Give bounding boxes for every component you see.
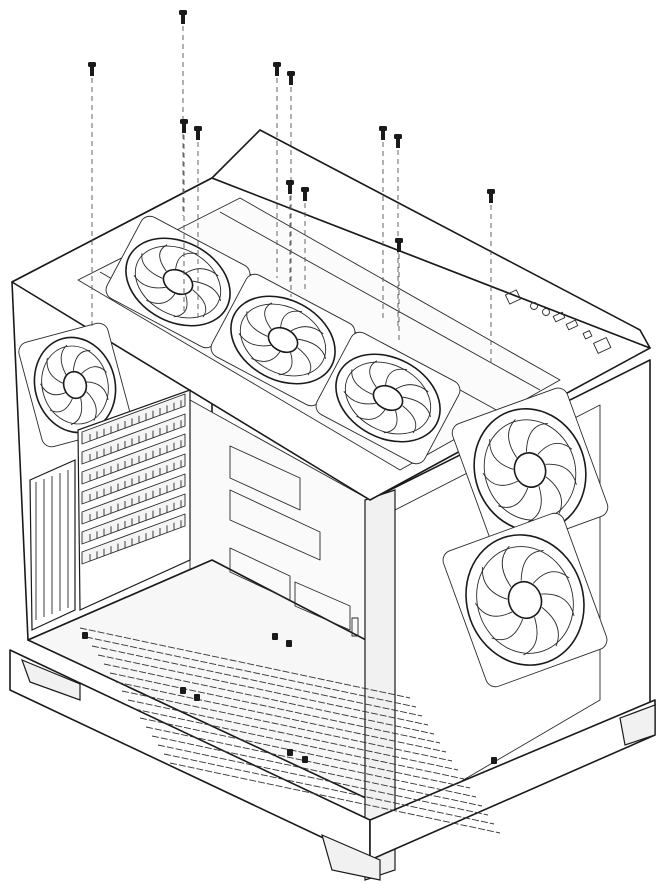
- screw: [379, 126, 387, 322]
- vent-row: [151, 735, 483, 807]
- screw: [487, 189, 495, 365]
- pcie-slot-cover: [81, 433, 186, 485]
- screw: [273, 62, 281, 278]
- pcie-slot-cover: [81, 393, 186, 445]
- top-panel-lip: [211, 129, 651, 349]
- vertical-gpu-bracket: [29, 459, 76, 631]
- screw: [395, 238, 403, 344]
- cutout-3: [229, 547, 291, 601]
- audio-jack-1[interactable]: [530, 302, 538, 310]
- power-button[interactable]: [504, 289, 522, 305]
- vent-row: [139, 717, 471, 789]
- usb-c-port[interactable]: [582, 330, 593, 340]
- floor-screw: [491, 757, 497, 764]
- cutout-1: [229, 445, 301, 511]
- vent-row: [85, 636, 417, 708]
- reset-button[interactable]: [593, 337, 612, 354]
- vent-row: [109, 672, 441, 744]
- screw: [180, 119, 188, 315]
- vent-row: [133, 708, 465, 780]
- vent-row: [127, 699, 459, 771]
- floor-screw: [302, 756, 308, 763]
- vent-row: [121, 690, 453, 762]
- foot-left: [20, 658, 81, 701]
- top-fan: [105, 215, 251, 349]
- vent-row: [145, 726, 477, 798]
- audio-jack-2[interactable]: [542, 308, 550, 316]
- vent-row: [157, 744, 489, 816]
- floor-vents: [79, 627, 501, 834]
- vent-row: [103, 663, 435, 735]
- screw: [287, 71, 295, 297]
- screw: [88, 62, 96, 328]
- pcie-slots: [29, 389, 191, 631]
- screw: [179, 10, 187, 216]
- cutout-4: [294, 581, 351, 631]
- pcie-slot-cover: [81, 413, 186, 465]
- screws-group: [82, 10, 497, 764]
- floor-screw: [272, 633, 278, 640]
- cutout-5: [351, 617, 359, 637]
- floor-screw: [180, 687, 186, 694]
- usb-a-port-1[interactable]: [552, 311, 566, 323]
- floor-screw: [82, 632, 88, 639]
- vent-row: [115, 681, 447, 753]
- top-fan: [210, 273, 356, 407]
- vent-row: [79, 627, 411, 699]
- screw: [194, 126, 202, 322]
- floor-screw: [286, 640, 292, 647]
- vent-row: [169, 762, 501, 834]
- top-fan: [315, 331, 461, 465]
- vent-row: [97, 654, 429, 726]
- foot-right: [619, 704, 656, 746]
- side-fan: [451, 387, 609, 553]
- vent-row: [91, 645, 423, 717]
- floor-screw: [287, 749, 293, 756]
- foot-front: [321, 833, 381, 881]
- cutout-2: [229, 489, 321, 561]
- front-io-panel: [504, 289, 612, 354]
- floor-screw: [194, 694, 200, 701]
- pcie-slot-cover: [81, 513, 186, 565]
- pcie-slot-cover: [81, 473, 186, 525]
- vent-row: [163, 753, 495, 825]
- screw: [301, 187, 309, 293]
- tray-cutouts: [229, 445, 359, 637]
- side-fan: [442, 512, 608, 688]
- pcie-slot-cover: [81, 453, 186, 505]
- usb-a-port-2[interactable]: [565, 319, 579, 331]
- screw: [286, 180, 294, 286]
- pcie-slot-cover: [81, 493, 186, 545]
